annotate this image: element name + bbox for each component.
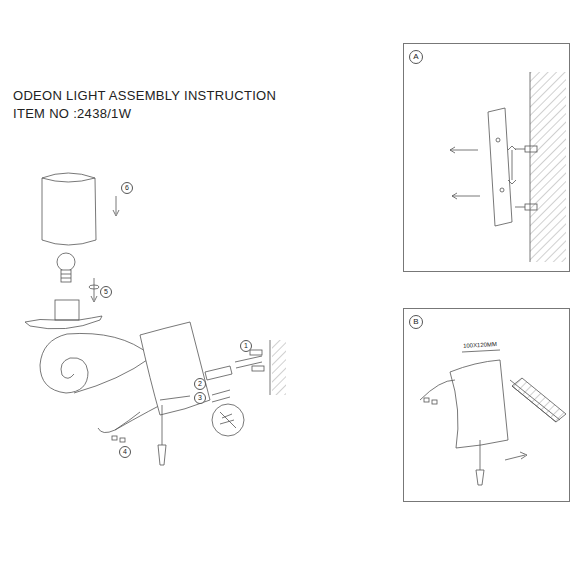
callout-number: 4 — [119, 446, 131, 458]
item-number: ITEM NO :2438/1W — [13, 106, 131, 121]
panel-box: A — [403, 43, 570, 272]
callout-number: 5 — [100, 286, 112, 298]
panel-letter: A — [409, 50, 423, 64]
title: ODEON LIGHT ASSEMBLY INSTRUCTION — [13, 88, 276, 103]
callout-number: 3 — [194, 392, 206, 404]
panel-box: B — [403, 308, 570, 502]
panel-letter: B — [409, 315, 423, 329]
dimension-label: 100X120MM — [462, 341, 498, 349]
callout-number: 1 — [240, 340, 252, 352]
callout-number: 2 — [194, 378, 206, 390]
callout-number: 6 — [121, 182, 133, 194]
